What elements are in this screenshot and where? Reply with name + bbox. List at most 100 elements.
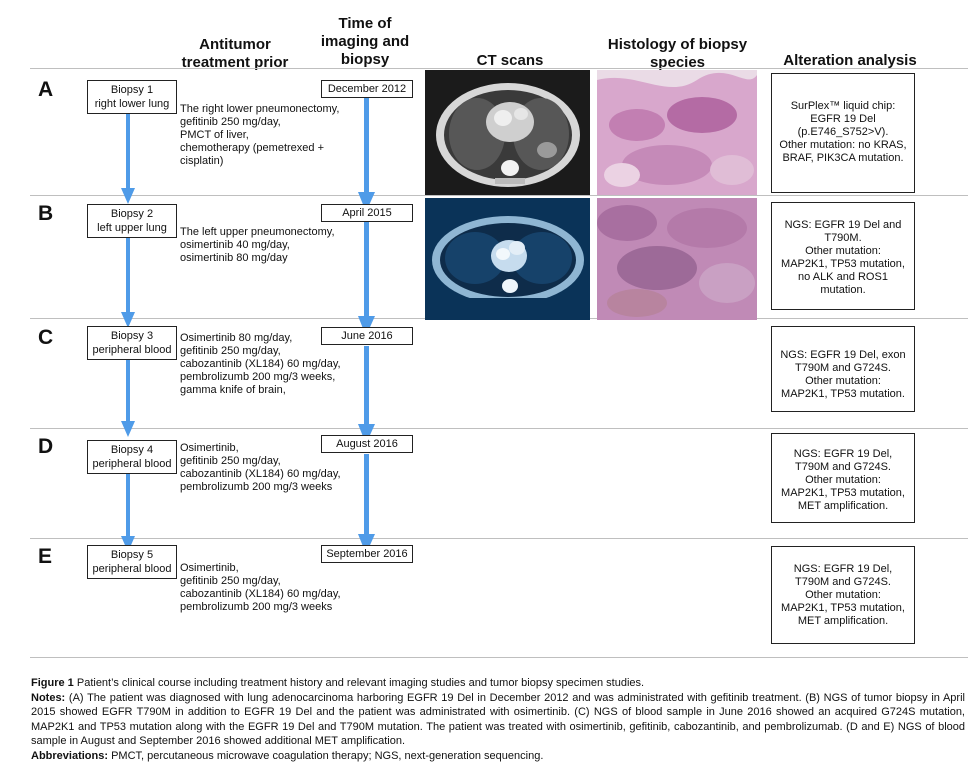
date-box: June 2016 bbox=[321, 327, 413, 345]
biopsy-title: Biopsy 4 bbox=[110, 444, 154, 456]
treatment-line: osimertinib 40 mg/day, bbox=[180, 239, 290, 251]
header-time: Time of imaging and biopsy bbox=[320, 15, 410, 68]
alteration-line: Other mutation: no KRAS, bbox=[779, 139, 907, 151]
row-separator bbox=[30, 428, 968, 429]
abbrev-label: Abbreviations: bbox=[31, 749, 109, 762]
alteration-line: MET amplification. bbox=[797, 500, 889, 512]
biopsy-site: peripheral blood bbox=[92, 563, 172, 575]
figure-abbreviations: Abbreviations: PMCT, percutaneous microw… bbox=[31, 749, 965, 764]
treatment-text: Osimertinib 80 mg/day, gefitinib 250 mg/… bbox=[180, 332, 380, 397]
treatment-line: gamma knife of brain, bbox=[180, 384, 286, 396]
alteration-line: mutation. bbox=[820, 284, 866, 296]
histology-image bbox=[597, 198, 757, 320]
biopsy-box: Biopsy 5 peripheral blood bbox=[87, 545, 177, 579]
treatment-line: Osimertinib 80 mg/day, bbox=[180, 332, 293, 344]
treatment-line: cabozantinib (XL184) 60 mg/day, bbox=[180, 468, 341, 480]
biopsy-site: peripheral blood bbox=[92, 458, 172, 470]
alteration-line: no ALK and ROS1 bbox=[798, 271, 888, 283]
figure-caption: Figure 1 Patient’s clinical course inclu… bbox=[31, 676, 965, 763]
treatment-line: The left upper pneumonectomy, bbox=[180, 226, 335, 238]
treatment-text: The right lower pneumonectomy, gefitinib… bbox=[180, 103, 380, 168]
abbrev-text: PMCT, percutaneous microwave coagulation… bbox=[111, 749, 544, 762]
alteration-line: NGS: EGFR 19 Del, exon bbox=[780, 349, 906, 361]
figure-notes: Notes: (A) The patient was diagnosed wit… bbox=[31, 691, 965, 749]
alteration-line: Other mutation: bbox=[805, 245, 881, 257]
biopsy-title: Biopsy 5 bbox=[110, 549, 154, 561]
figure-label: Figure 1 bbox=[31, 677, 74, 689]
ct-scan-image bbox=[425, 198, 590, 320]
ct-scan-image bbox=[425, 70, 590, 195]
notes-text: (A) The patient was diagnosed with lung … bbox=[31, 691, 965, 748]
figure-title: Figure 1 Patient’s clinical course inclu… bbox=[31, 676, 965, 691]
row-letter: E bbox=[38, 545, 53, 568]
alteration-line: MET amplification. bbox=[797, 615, 889, 627]
alteration-line: Other mutation: bbox=[805, 474, 881, 486]
biopsy-title: Biopsy 1 bbox=[110, 84, 154, 96]
treatment-line: chemotherapy (pemetrexed + bbox=[180, 142, 324, 154]
row-letter: B bbox=[38, 202, 54, 225]
alteration-line: SurPlex™ liquid chip: bbox=[790, 100, 896, 112]
row-letter: A bbox=[38, 78, 54, 101]
treatment-line: PMCT of liver, bbox=[180, 129, 249, 141]
treatment-line: Osimertinib, bbox=[180, 562, 239, 574]
header-alteration: Alteration analysis bbox=[783, 52, 917, 69]
alteration-line: MAP2K1, TP53 mutation, bbox=[781, 602, 905, 614]
alteration-line: Other mutation: bbox=[805, 589, 881, 601]
alteration-line: Other mutation: bbox=[805, 375, 881, 387]
biopsy-site: right lower lung bbox=[94, 98, 170, 110]
date-box: April 2015 bbox=[321, 204, 413, 222]
treatment-line: gefitinib 250 mg/day, bbox=[180, 116, 281, 128]
treatment-line: cisplatin) bbox=[180, 155, 224, 167]
treatment-line: gefitinib 250 mg/day, bbox=[180, 455, 281, 467]
treatment-line: cabozantinib (XL184) 60 mg/day, bbox=[180, 358, 341, 370]
treatment-text: Osimertinib, gefitinib 250 mg/day, caboz… bbox=[180, 442, 380, 494]
treatment-line: osimertinib 80 mg/day bbox=[180, 252, 288, 264]
notes-label: Notes: bbox=[31, 691, 66, 704]
treatment-line: cabozantinib (XL184) 60 mg/day, bbox=[180, 588, 341, 600]
treatment-line: The right lower pneumonectomy, bbox=[180, 103, 340, 115]
alteration-line: T790M and G724S. bbox=[794, 461, 891, 473]
alteration-line: NGS: EGFR 19 Del, bbox=[793, 448, 893, 460]
biopsy-title: Biopsy 3 bbox=[110, 330, 154, 342]
biopsy-title: Biopsy 2 bbox=[110, 208, 154, 220]
date-box: September 2016 bbox=[321, 545, 413, 563]
biopsy-box: Biopsy 3 peripheral blood bbox=[87, 326, 177, 360]
alteration-line: T790M and G724S. bbox=[794, 576, 891, 588]
alteration-line: MAP2K1, TP53 mutation, bbox=[781, 258, 905, 270]
biopsy-box: Biopsy 1 right lower lung bbox=[87, 80, 177, 114]
row-separator bbox=[30, 538, 968, 539]
figure-text: Patient’s clinical course including trea… bbox=[76, 677, 645, 689]
alteration-line: (p.E746_S752>V). bbox=[797, 126, 889, 138]
treatment-line: pembrolizumb 200 mg/3 weeks, bbox=[180, 371, 336, 383]
biopsy-site: left upper lung bbox=[97, 222, 167, 234]
treatment-line: pembrolizumb 200 mg/3 weeks bbox=[180, 481, 333, 493]
alteration-box: NGS: EGFR 19 Del, T790M and G724S. Other… bbox=[771, 546, 915, 644]
header-histology: Histology of biopsy species bbox=[607, 36, 748, 71]
alteration-line: T790M and G724S. bbox=[794, 362, 891, 374]
alteration-line: T790M. bbox=[824, 232, 862, 244]
alteration-line: NGS: EGFR 19 Del, bbox=[793, 563, 893, 575]
header-ct: CT scans bbox=[476, 52, 544, 69]
date-box: August 2016 bbox=[321, 435, 413, 453]
header-antitumor: Antitumor treatment prior bbox=[181, 36, 289, 71]
treatment-line: gefitinib 250 mg/day, bbox=[180, 345, 281, 357]
alteration-box: NGS: EGFR 19 Del, exon T790M and G724S. … bbox=[771, 326, 915, 412]
biopsy-box: Biopsy 4 peripheral blood bbox=[87, 440, 177, 474]
treatment-line: gefitinib 250 mg/day, bbox=[180, 575, 281, 587]
row-separator bbox=[30, 68, 968, 69]
row-separator bbox=[30, 195, 968, 196]
row-letter: D bbox=[38, 435, 54, 458]
alteration-line: NGS: EGFR 19 Del and bbox=[784, 219, 902, 231]
alteration-line: BRAF, PIK3CA mutation. bbox=[782, 152, 904, 164]
treatment-text: Osimertinib, gefitinib 250 mg/day, caboz… bbox=[180, 562, 380, 614]
treatment-text: The left upper pneumonectomy, osimertini… bbox=[180, 226, 380, 265]
biopsy-site: peripheral blood bbox=[92, 344, 172, 356]
alteration-box: NGS: EGFR 19 Del and T790M. Other mutati… bbox=[771, 202, 915, 310]
row-separator bbox=[30, 657, 968, 658]
alteration-line: MAP2K1, TP53 mutation, bbox=[781, 487, 905, 499]
alteration-line: MAP2K1, TP53 mutation. bbox=[781, 388, 905, 400]
alteration-box: NGS: EGFR 19 Del, T790M and G724S. Other… bbox=[771, 433, 915, 523]
alteration-box: SurPlex™ liquid chip: EGFR 19 Del (p.E74… bbox=[771, 73, 915, 193]
histology-image bbox=[597, 70, 757, 195]
